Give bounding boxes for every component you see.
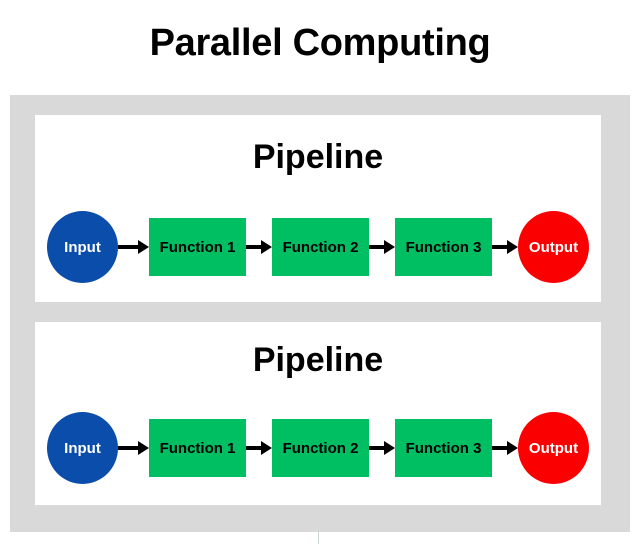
arrow-head bbox=[261, 240, 272, 254]
arrow-head bbox=[384, 240, 395, 254]
page-title: Parallel Computing bbox=[149, 22, 491, 64]
pipeline-1-flow: Input Function 1 Function 2 Function 3 bbox=[35, 205, 601, 289]
arrow-shaft bbox=[369, 245, 385, 249]
pipeline-2-node-function-3[interactable]: Function 3 bbox=[395, 419, 492, 477]
pipeline-2-node-input[interactable]: Input bbox=[47, 412, 118, 484]
arrow-shaft bbox=[492, 446, 508, 450]
arrow-right-icon bbox=[118, 240, 149, 254]
arrow-shaft bbox=[118, 245, 140, 249]
arrow-shaft bbox=[118, 446, 140, 450]
pipeline-2-node-function-2[interactable]: Function 2 bbox=[272, 419, 369, 477]
pipeline-1-node-output[interactable]: Output bbox=[518, 211, 589, 283]
pipeline-1-heading: Pipeline bbox=[252, 138, 384, 176]
arrow-head bbox=[507, 240, 518, 254]
pipeline-2-node-output[interactable]: Output bbox=[518, 412, 589, 484]
pipeline-2-node-function-1[interactable]: Function 1 bbox=[149, 419, 246, 477]
pipeline-panel-2: Pipeline Input Function 1 Function 2 bbox=[35, 322, 601, 505]
arrow-right-icon bbox=[246, 441, 272, 455]
arrow-head bbox=[261, 441, 272, 455]
arrow-shaft bbox=[246, 446, 262, 450]
pipeline-2-flow: Input Function 1 Function 2 Function 3 bbox=[35, 406, 601, 490]
arrow-shaft bbox=[246, 245, 262, 249]
diagram-frame: Pipeline Input Function 1 Function 2 bbox=[10, 95, 630, 532]
arrow-right-icon bbox=[118, 441, 149, 455]
pipeline-panel-1: Pipeline Input Function 1 Function 2 bbox=[35, 115, 601, 302]
arrow-shaft bbox=[369, 446, 385, 450]
pipeline-2-heading: Pipeline bbox=[252, 341, 384, 379]
pipeline-1-node-function-2[interactable]: Function 2 bbox=[272, 218, 369, 276]
arrow-right-icon bbox=[369, 441, 395, 455]
arrow-right-icon bbox=[246, 240, 272, 254]
arrow-right-icon bbox=[492, 240, 518, 254]
pipeline-1-node-function-1[interactable]: Function 1 bbox=[149, 218, 246, 276]
pipeline-1-node-function-3[interactable]: Function 3 bbox=[395, 218, 492, 276]
arrow-shaft bbox=[492, 245, 508, 249]
arrow-head bbox=[384, 441, 395, 455]
arrow-head bbox=[507, 441, 518, 455]
pipeline-1-node-input[interactable]: Input bbox=[47, 211, 118, 283]
arrow-head bbox=[138, 441, 149, 455]
arrow-right-icon bbox=[369, 240, 395, 254]
bottom-divider-rule bbox=[318, 532, 319, 544]
arrow-head bbox=[138, 240, 149, 254]
arrow-right-icon bbox=[492, 441, 518, 455]
